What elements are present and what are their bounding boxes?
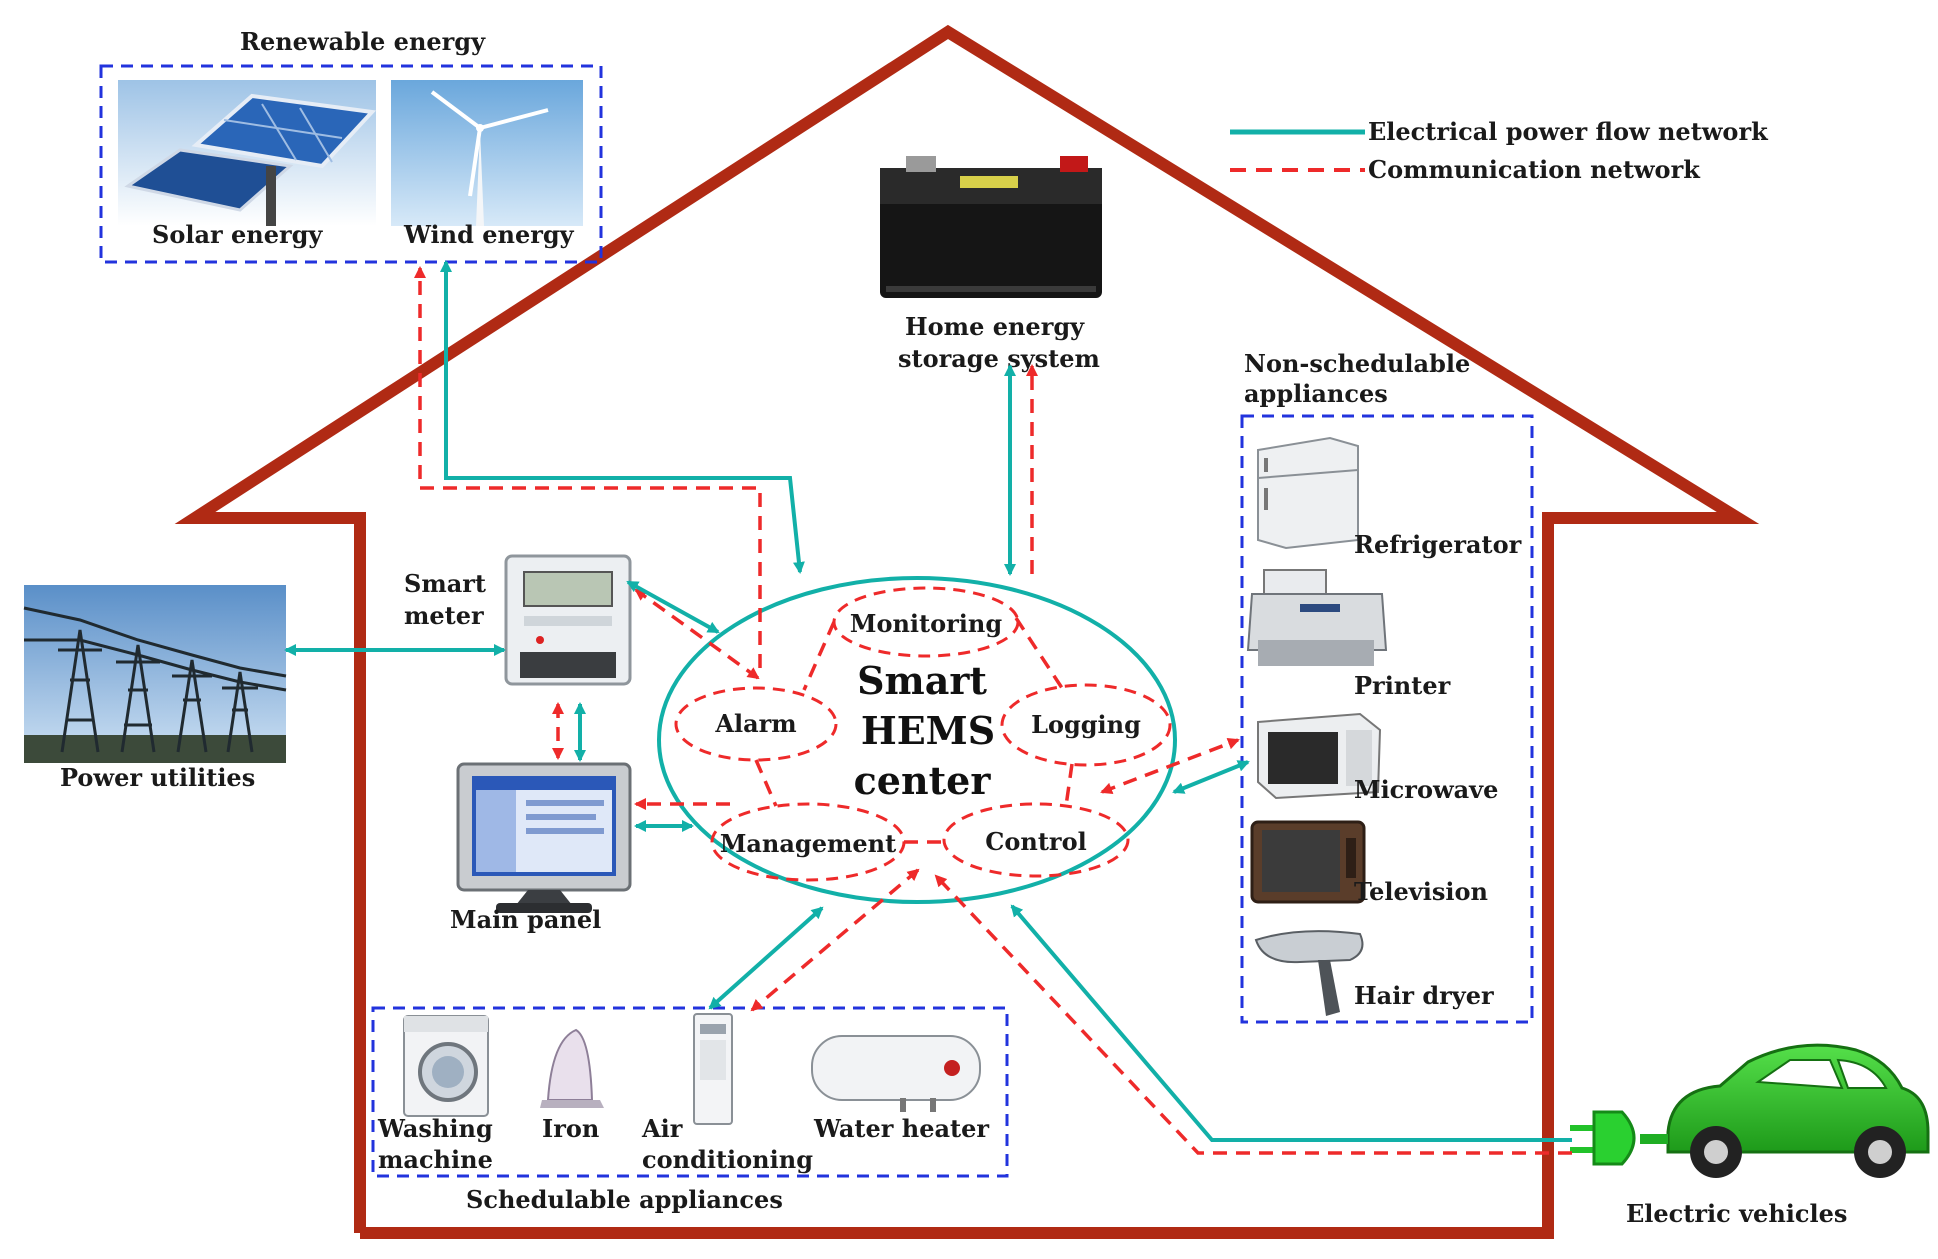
air-conditioning-image bbox=[693, 1013, 733, 1125]
microwave-image bbox=[1257, 712, 1382, 800]
washing-machine-image bbox=[403, 1015, 489, 1117]
television-label: Television bbox=[1354, 877, 1488, 906]
comm-internal-1 bbox=[802, 621, 836, 691]
schedulable-group: Washing machine Iron Air conditioning Wa… bbox=[371, 1006, 1009, 1214]
communication-links bbox=[414, 266, 1572, 1155]
refrigerator-image bbox=[1257, 436, 1359, 550]
schedulable-title: Schedulable appliances bbox=[466, 1185, 783, 1214]
power-renewable bbox=[440, 260, 805, 574]
monitoring-label: Monitoring bbox=[850, 609, 1002, 638]
microwave-label: Microwave bbox=[1354, 775, 1498, 804]
television-image bbox=[1250, 820, 1366, 904]
main-panel-label: Main panel bbox=[450, 905, 601, 934]
comm-smart-meter bbox=[634, 588, 760, 680]
hems-title-line1: Smart bbox=[857, 658, 987, 703]
comm-internal-3 bbox=[754, 759, 778, 807]
management-label: Management bbox=[720, 829, 896, 858]
solar-energy-label: Solar energy bbox=[152, 220, 323, 249]
water-heater-label: Water heater bbox=[813, 1114, 989, 1143]
legend-power-label: Electrical power flow network bbox=[1368, 117, 1769, 146]
non-schedulable-title-line2: appliances bbox=[1244, 379, 1388, 408]
control-label: Control bbox=[985, 827, 1086, 856]
water-heater-image bbox=[811, 1035, 981, 1112]
wind-energy-label: Wind energy bbox=[403, 220, 575, 249]
power-ev bbox=[1010, 904, 1572, 1142]
comm-ev bbox=[934, 874, 1572, 1155]
air-label-line2: conditioning bbox=[642, 1145, 813, 1174]
storage-label-line2: storage system bbox=[898, 344, 1100, 373]
hair-dryer-image bbox=[1254, 930, 1364, 1016]
iron-label: Iron bbox=[542, 1114, 599, 1143]
logging-module bbox=[1000, 683, 1172, 767]
renewable-group-box bbox=[99, 64, 603, 264]
non-schedulable-group-box bbox=[1240, 414, 1534, 1024]
washing-label-line1: Washing bbox=[377, 1114, 493, 1143]
alarm-label: Alarm bbox=[714, 709, 796, 738]
electric-vehicle-image bbox=[1666, 1043, 1930, 1178]
washing-label-line2: machine bbox=[378, 1145, 493, 1174]
solar-panel-image bbox=[118, 80, 377, 226]
battery-image bbox=[880, 156, 1102, 298]
ev-plug-icon bbox=[1570, 1110, 1668, 1166]
comm-schedulable bbox=[750, 868, 920, 1012]
comm-internal-2 bbox=[1014, 617, 1064, 689]
power-utilities-image bbox=[23, 585, 287, 763]
hems-title-line2: HEMS bbox=[861, 708, 995, 753]
house-outline bbox=[174, 24, 1760, 1239]
main-panel-image bbox=[456, 762, 632, 913]
iron-image bbox=[540, 1028, 604, 1108]
control-module bbox=[942, 802, 1130, 878]
hair-dryer-label: Hair dryer bbox=[1354, 981, 1494, 1010]
logging-label: Logging bbox=[1031, 710, 1141, 739]
smart-meter-label-line2: meter bbox=[404, 601, 484, 630]
hems-title-line3: center bbox=[854, 758, 992, 803]
air-label-line1: Air bbox=[641, 1114, 683, 1143]
schedulable-group-box bbox=[371, 1006, 1009, 1178]
comm-internal-4 bbox=[1064, 763, 1074, 807]
legend: Electrical power flow network Communicat… bbox=[1230, 117, 1769, 184]
printer-label: Printer bbox=[1354, 671, 1451, 700]
non-schedulable-group: Non-schedulable appliances Refrigerator … bbox=[1240, 349, 1534, 1024]
smart-meter-image bbox=[504, 554, 632, 686]
refrigerator-label: Refrigerator bbox=[1354, 530, 1522, 559]
electric-vehicles-label: Electric vehicles bbox=[1626, 1199, 1847, 1228]
comm-non-schedulable bbox=[1100, 737, 1240, 795]
storage-label-line1: Home energy bbox=[905, 312, 1085, 341]
hems-center: Monitoring Alarm Logging Management Cont… bbox=[657, 576, 1177, 904]
power-utilities-label: Power utilities bbox=[60, 763, 255, 792]
power-schedulable bbox=[708, 906, 824, 1010]
power-flow-links bbox=[284, 260, 1572, 1142]
non-schedulable-title-line1: Non-schedulable bbox=[1244, 349, 1470, 378]
smart-meter-label-line1: Smart bbox=[404, 569, 486, 598]
renewable-energy-group: Renewable energy Solar energy Wind energ… bbox=[99, 27, 603, 264]
printer-image bbox=[1246, 569, 1388, 666]
power-meter-center bbox=[626, 580, 720, 634]
wind-turbine-image bbox=[391, 80, 583, 226]
alarm-module bbox=[674, 686, 838, 762]
legend-communication-label: Communication network bbox=[1368, 155, 1701, 184]
power-non-schedulable bbox=[1172, 760, 1250, 794]
renewable-energy-title: Renewable energy bbox=[240, 27, 486, 56]
